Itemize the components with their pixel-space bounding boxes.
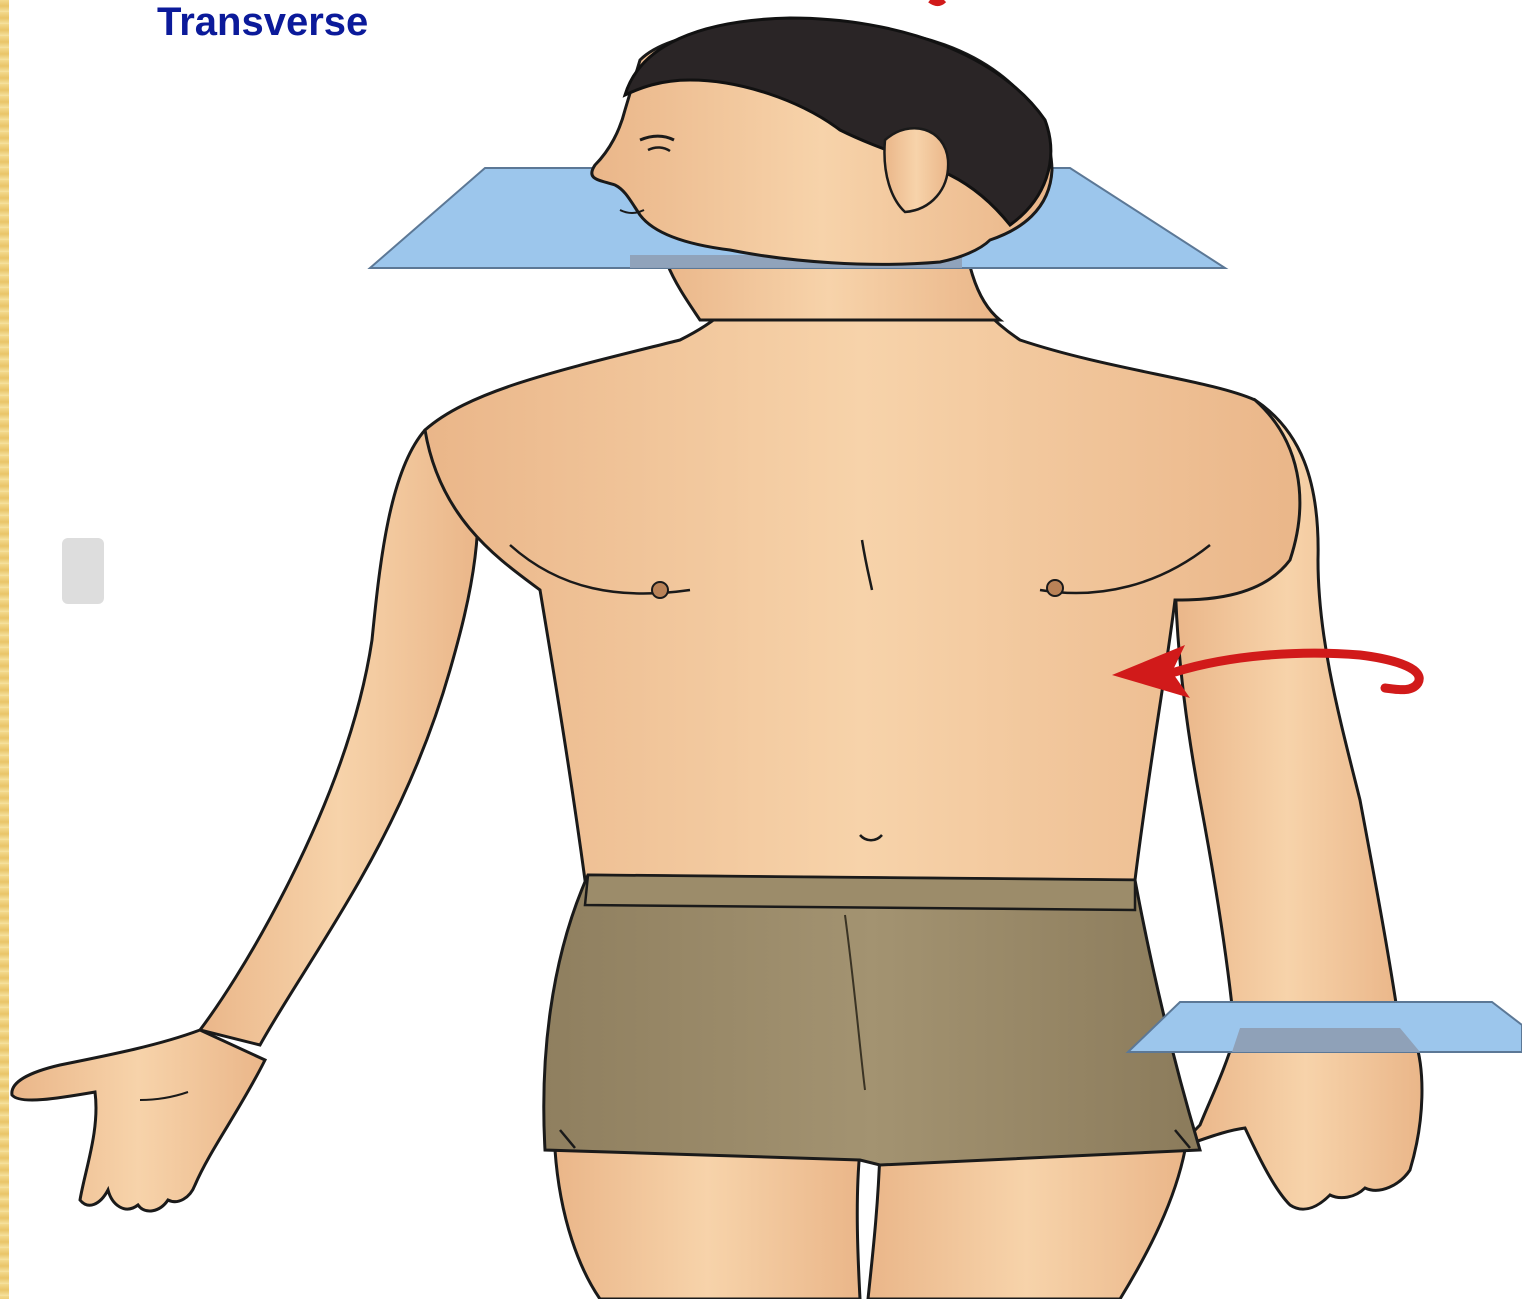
- smudge-mark: [62, 538, 104, 604]
- nipple-left: [652, 582, 668, 598]
- wrist-cross-section: [1232, 1028, 1420, 1052]
- arrow-fragment-top: [930, 0, 944, 3]
- head: [592, 18, 1052, 264]
- legs: [555, 1150, 1185, 1299]
- torso: [425, 280, 1300, 880]
- nipple-right: [1047, 580, 1063, 596]
- shorts: [544, 875, 1200, 1165]
